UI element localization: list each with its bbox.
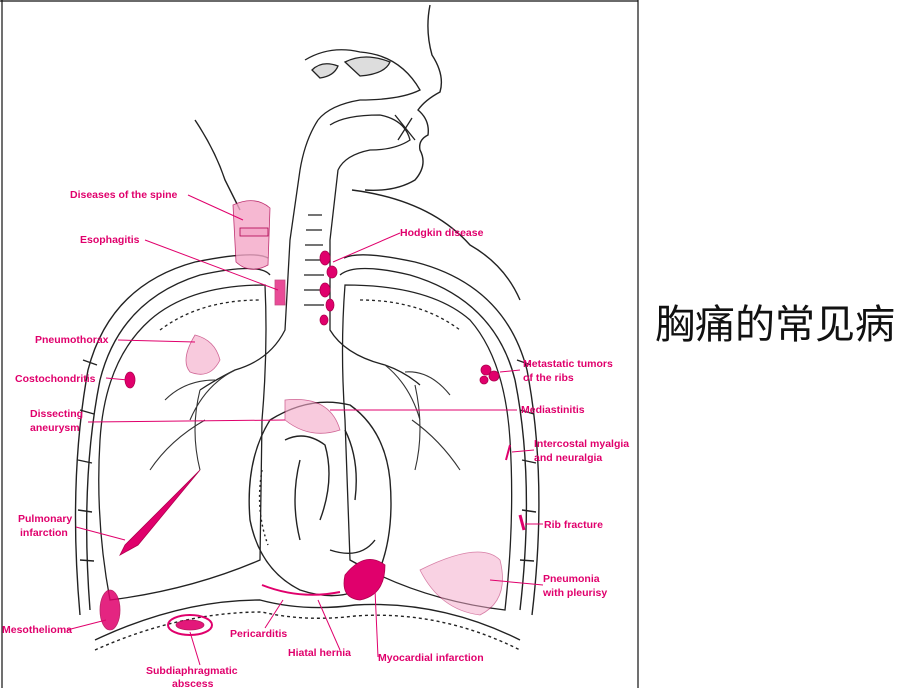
label-mediastinitis: Mediastinitis	[521, 404, 585, 416]
label-hodgkin-disease: Hodgkin disease	[400, 227, 484, 239]
label-metastatic-tumors: Metastatic tumors	[523, 358, 613, 370]
bronchial-tree	[149, 364, 461, 471]
label-rib-fracture: Rib fracture	[544, 519, 603, 531]
label-metastatic-tumors-line2: of the ribs	[523, 372, 574, 384]
label-subdiaphragmatic-abscess-line2: abscess	[172, 678, 214, 688]
lesions	[99, 200, 526, 636]
label-esophagitis: Esophagitis	[80, 234, 140, 246]
label-pericarditis: Pericarditis	[230, 628, 287, 640]
label-dissecting-aneurysm: Dissecting	[30, 408, 83, 420]
label-pneumothorax: Pneumothorax	[35, 334, 109, 346]
label-intercostal-myalgia: Intercostal myalgia	[534, 438, 629, 450]
label-diseases-of-the-spine: Diseases of the spine	[70, 189, 178, 201]
label-pulmonary-infarction: Pulmonary	[18, 513, 72, 525]
airway	[199, 49, 421, 391]
label-intercostal-myalgia-line2: and neuralgia	[534, 452, 602, 464]
label-costochondritis: Costochondritis	[15, 373, 96, 385]
label-pneumonia-with-pleurisy-line2: with pleurisy	[542, 587, 607, 599]
labels: Diseases of the spine Esophagitis Hodgki…	[2, 189, 629, 688]
label-subdiaphragmatic-abscess: Subdiaphragmatic	[146, 665, 238, 677]
label-dissecting-aneurysm-line2: aneurysm	[30, 422, 80, 434]
lung-outlines	[98, 284, 513, 611]
label-hiatal-hernia: Hiatal hernia	[288, 647, 351, 659]
chest-pain-anatomy-illustration: Diseases of the spine Esophagitis Hodgki…	[0, 0, 639, 688]
label-pulmonary-infarction-line2: infarction	[20, 527, 68, 539]
label-mesothelioma: Mesothelioma	[2, 624, 72, 636]
head-outline	[194, 4, 521, 301]
chest-wall	[74, 254, 540, 616]
leader-lines	[66, 194, 544, 666]
label-myocardial-infarction: Myocardial infarction	[378, 652, 484, 664]
image-frame	[0, 0, 639, 688]
slide-title: 胸痛的常见病	[655, 302, 895, 348]
diaphragm	[94, 599, 521, 651]
label-pneumonia-with-pleurisy: Pneumonia	[543, 573, 600, 585]
